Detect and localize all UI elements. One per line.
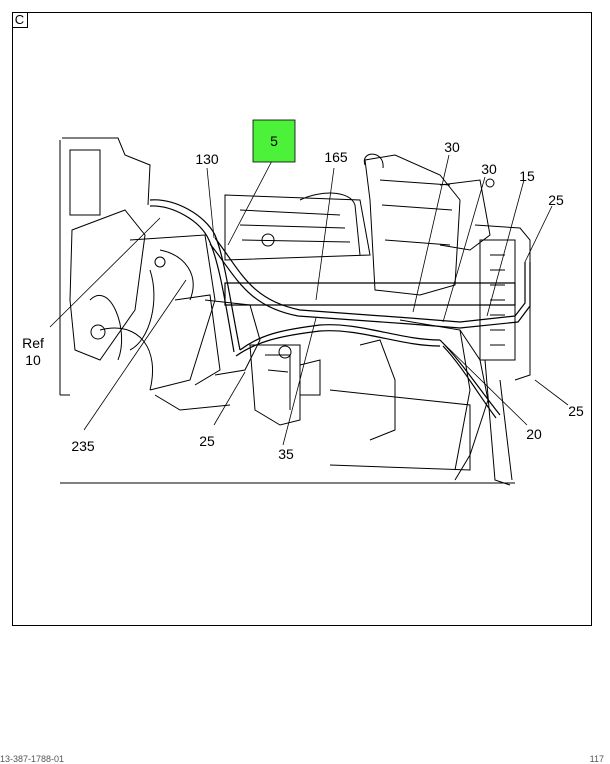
footer-document-number: 13-387-1788-01 — [0, 754, 65, 764]
leader-25b — [213, 371, 246, 426]
coolant-tubes — [149, 199, 531, 419]
leader-35 — [282, 317, 317, 446]
leader-130 — [206, 167, 215, 239]
leader-15 — [486, 179, 525, 317]
callout-15: 15 — [519, 168, 535, 184]
leader-30a — [412, 154, 450, 313]
callout-25b: 25 — [199, 433, 215, 449]
leader-25c — [534, 379, 569, 406]
callout-ref-10: 10 — [25, 352, 41, 368]
callout-130: 130 — [195, 151, 219, 167]
leader-25a — [524, 205, 553, 263]
callout-ref: Ref — [22, 335, 44, 351]
highlight-callout-box — [252, 119, 296, 163]
engine-line-art — [59, 137, 531, 486]
view-letter-label: C — [12, 12, 28, 28]
callout-30a: 30 — [444, 139, 460, 155]
leader-235 — [83, 279, 187, 431]
diagram-frame — [12, 12, 592, 626]
leader-lines — [49, 154, 569, 446]
callout-25c: 25 — [568, 403, 584, 419]
callout-30b: 30 — [481, 161, 497, 177]
callout-5: 5 — [270, 133, 278, 149]
leader-20 — [439, 339, 528, 426]
leader-5 — [227, 154, 276, 246]
callout-165: 165 — [324, 149, 348, 165]
callout-20: 20 — [526, 426, 542, 442]
callout-35: 35 — [278, 446, 294, 462]
callout-25a: 25 — [548, 192, 564, 208]
callout-235: 235 — [71, 438, 95, 454]
leader-30b — [442, 176, 486, 323]
leader-165 — [315, 167, 335, 301]
footer-page-number: 117 — [589, 754, 604, 764]
leader-ref — [49, 217, 161, 328]
